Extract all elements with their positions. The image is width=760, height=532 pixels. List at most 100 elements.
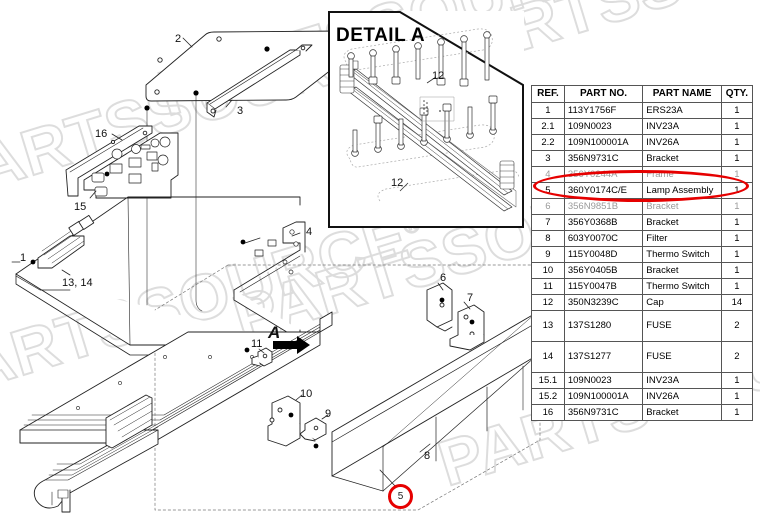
part-11-thermo-switch	[251, 347, 273, 367]
detail-callout-12-bottom: 12	[391, 177, 404, 189]
cell-part-no: 109N100001A	[563, 134, 644, 151]
cell-part-name: Bracket	[642, 262, 722, 279]
fin-stack-detail	[105, 394, 153, 449]
cell-part-name: INV26A	[642, 388, 722, 405]
cell-part-no: 356N9731C	[563, 404, 644, 421]
cell-qty: 2	[720, 341, 754, 373]
callout-15: 15	[74, 201, 87, 213]
cell-qty: 1	[720, 118, 754, 135]
cell-qty: 1	[720, 262, 754, 279]
callout-3: 3	[237, 105, 244, 117]
part-1-control-board	[83, 132, 179, 199]
cell-part-name: Thermo Switch	[642, 278, 722, 295]
callout-9: 9	[325, 408, 332, 420]
cell-part-name: INV23A	[642, 372, 722, 389]
cell-part-no: 356N9731C	[563, 150, 644, 167]
cell-part-name: Thermo Switch	[642, 246, 722, 263]
cell-ref: 12	[531, 294, 565, 311]
cell-qty: 1	[720, 102, 754, 119]
cell-ref: 7	[531, 214, 565, 231]
detail-a-drawing	[328, 11, 524, 228]
cell-ref: 11	[531, 278, 565, 295]
cell-qty: 1	[720, 246, 754, 263]
cell-qty: 1	[720, 278, 754, 295]
highlighted-callout-5-label: 5	[397, 491, 404, 502]
cell-ref: 2.1	[531, 118, 565, 135]
col-header-ref: REF.	[531, 85, 565, 103]
callout-10: 10	[300, 388, 313, 400]
part-10-bracket	[267, 395, 301, 447]
detail-callout-12-top: 12	[432, 70, 445, 82]
col-header-part-name: PART NAME	[642, 85, 722, 103]
cell-qty: 1	[720, 166, 754, 183]
cell-qty: 1	[720, 214, 754, 231]
cell-part-name: Cap	[642, 294, 722, 311]
cell-ref: 4	[531, 166, 565, 183]
callout-2: 2	[175, 33, 182, 45]
cell-qty: 1	[720, 404, 754, 421]
part-9-thermo-switch	[299, 417, 327, 442]
cell-qty: 1	[720, 388, 754, 405]
cell-part-name: Bracket	[642, 150, 722, 167]
cell-qty: 1	[720, 372, 754, 389]
cell-qty: 14	[720, 294, 754, 311]
cell-part-no: 356Y0244A	[563, 166, 644, 183]
cell-ref: 16	[531, 404, 565, 421]
callout-1: 1	[20, 252, 27, 264]
cell-part-name: Bracket	[642, 198, 722, 215]
part-5-lamp-assembly	[19, 311, 333, 444]
cell-part-no: 109N100001A	[563, 388, 644, 405]
cell-part-name: INV26A	[642, 134, 722, 151]
section-arrow	[273, 336, 310, 354]
callout-6: 6	[440, 272, 447, 284]
part-13-14-fuse-block	[37, 214, 95, 269]
cell-part-no: 356Y0405B	[563, 262, 644, 279]
cell-ref: 6	[531, 198, 565, 215]
cell-part-name: FUSE	[642, 341, 722, 373]
cell-part-no: 350N3239C	[563, 294, 644, 311]
cell-part-name: Bracket	[642, 404, 722, 421]
cell-part-no: 109N0023	[563, 372, 644, 389]
cell-part-no: 113Y1756F	[563, 102, 644, 119]
callout-8: 8	[424, 450, 431, 462]
cell-ref: 15.2	[531, 388, 565, 405]
cell-qty: 2	[720, 310, 754, 342]
cell-part-no: 137S1280	[563, 310, 644, 342]
cell-part-no: 360Y0174C/E	[563, 182, 644, 199]
section-boundary	[154, 264, 541, 511]
cell-part-name: ERS23A	[642, 102, 722, 119]
section-arrow-label: A	[268, 323, 281, 342]
cell-part-no: 137S1277	[563, 341, 644, 373]
part-6-bracket	[426, 282, 453, 332]
cell-part-name: INV23A	[642, 118, 722, 135]
cell-ref: 14	[531, 341, 565, 373]
col-header-qty: QTY.	[720, 85, 754, 103]
detail-a-title: DETAIL A	[336, 25, 426, 46]
cell-ref: 5	[531, 182, 565, 199]
part-4-frame	[233, 221, 306, 341]
cell-part-name: Frame	[642, 166, 722, 183]
callout-7: 7	[467, 292, 474, 304]
cell-part-no: 115Y0047B	[563, 278, 644, 295]
cell-ref: 2.2	[531, 134, 565, 151]
